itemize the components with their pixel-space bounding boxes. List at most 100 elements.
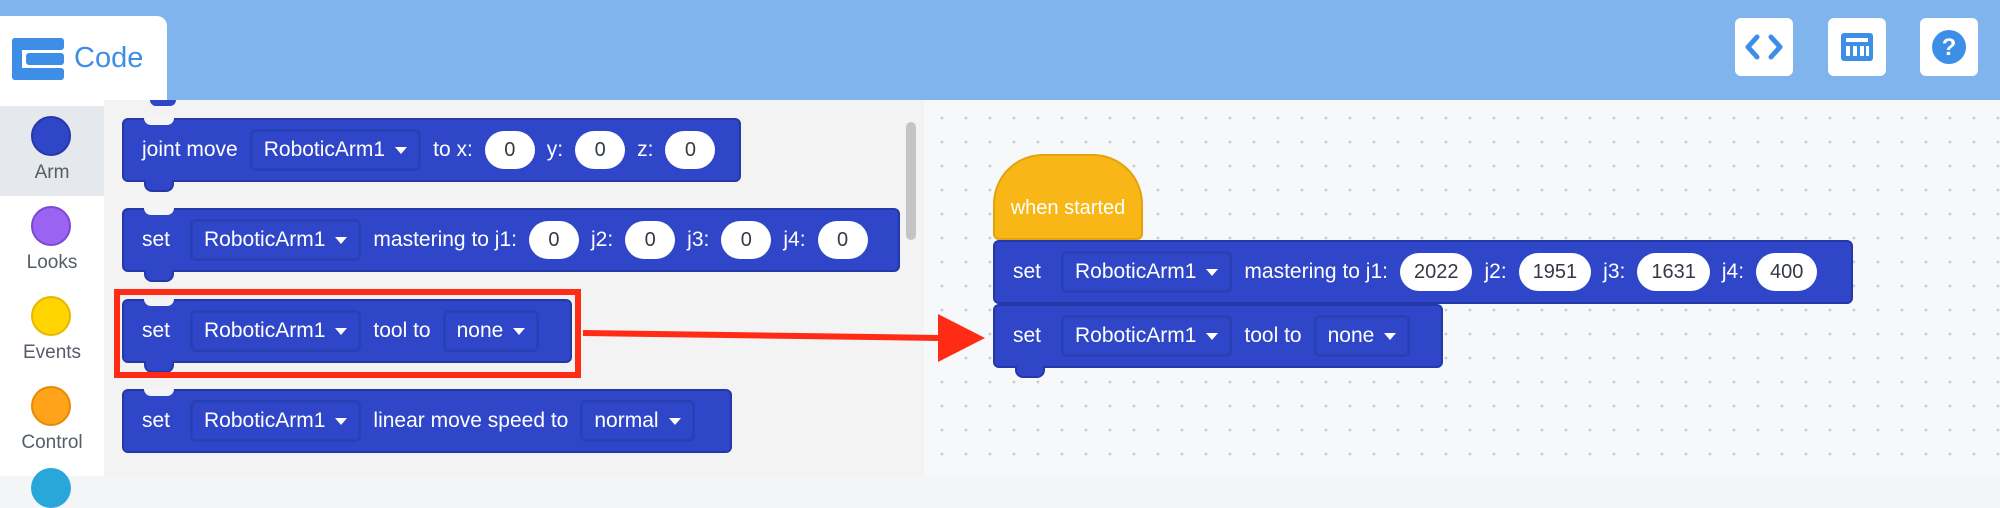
- block-notch: [144, 299, 174, 306]
- set-mastering-block[interactable]: set RoboticArm1 mastering to j1: 0 j2: 0…: [122, 208, 900, 282]
- block-label: j4:: [1721, 260, 1745, 283]
- block-label: tool to: [373, 319, 431, 342]
- block-label: j2:: [590, 228, 614, 251]
- speed-dropdown[interactable]: normal: [580, 400, 695, 442]
- palette-scrollbar[interactable]: [906, 122, 916, 240]
- workspace-set-tool-block[interactable]: set RoboticArm1 tool to none: [993, 304, 1443, 378]
- set-tool-block[interactable]: set RoboticArm1 tool to none: [122, 299, 572, 373]
- robot-dropdown[interactable]: RoboticArm1: [249, 129, 422, 171]
- caret-down-icon: [395, 146, 408, 154]
- y-input[interactable]: 0: [575, 131, 626, 169]
- caret-down-icon: [335, 327, 348, 335]
- block-tab-fragment: [150, 100, 176, 106]
- svg-text:?: ?: [1942, 34, 1957, 61]
- block-label: linear move speed to: [373, 409, 569, 432]
- events-category-dot: [31, 296, 71, 336]
- block-label: set: [142, 228, 171, 251]
- robot-dropdown[interactable]: RoboticArm1: [1061, 315, 1233, 357]
- block-label: joint move: [142, 138, 238, 161]
- j4-input[interactable]: 0: [817, 221, 868, 259]
- robot-dropdown[interactable]: RoboticArm1: [190, 400, 362, 442]
- block-label: set: [1013, 260, 1042, 283]
- dropdown-value: none: [1327, 324, 1375, 347]
- caret-down-icon: [668, 417, 681, 425]
- j3-input[interactable]: 0: [721, 221, 772, 259]
- category-events[interactable]: Events: [0, 286, 104, 376]
- tool-dropdown[interactable]: none: [442, 310, 540, 352]
- block-tab: [144, 270, 174, 282]
- caret-down-icon: [335, 236, 348, 244]
- block-label: z:: [637, 138, 654, 161]
- category-label: Looks: [26, 252, 78, 273]
- code-blocks-icon: [12, 38, 64, 80]
- j2-input[interactable]: 0: [625, 221, 676, 259]
- tool-dropdown[interactable]: none: [1313, 315, 1411, 357]
- drag-arrow-icon: [582, 314, 985, 362]
- j1-input[interactable]: 2022: [1399, 253, 1473, 291]
- category-label: Arm: [34, 162, 70, 183]
- dropdown-value: RoboticArm1: [1075, 260, 1197, 283]
- robot-dropdown[interactable]: RoboticArm1: [190, 219, 362, 261]
- dropdown-value: none: [456, 319, 504, 342]
- block-label: set: [1013, 324, 1042, 347]
- caret-down-icon: [335, 417, 348, 425]
- code-brackets-icon: [1745, 34, 1783, 60]
- category-arm[interactable]: Arm: [0, 106, 104, 196]
- code-view-button[interactable]: [1735, 18, 1793, 76]
- joint-move-block[interactable]: joint move RoboticArm1 to x: 0 y: 0 z: 0: [122, 118, 741, 192]
- j3-input[interactable]: 1631: [1637, 253, 1710, 291]
- dropdown-value: RoboticArm1: [204, 228, 326, 251]
- block-label: to x:: [433, 138, 473, 161]
- block-notch: [144, 389, 174, 396]
- arm-category-dot: [31, 116, 71, 156]
- z-input[interactable]: 0: [665, 131, 716, 169]
- caret-down-icon: [1384, 332, 1397, 340]
- j2-input[interactable]: 1951: [1518, 253, 1592, 291]
- dropdown-value: RoboticArm1: [263, 138, 386, 161]
- block-label: j3:: [1603, 260, 1626, 283]
- block-notch: [144, 208, 174, 215]
- when-started-hat-block[interactable]: when started: [993, 154, 1143, 240]
- dropdown-value: RoboticArm1: [204, 409, 326, 432]
- block-label: j2:: [1484, 260, 1507, 283]
- block-label: j3:: [687, 228, 710, 251]
- code-tab-label: Code: [74, 42, 144, 74]
- caret-down-icon: [1206, 268, 1219, 276]
- caret-down-icon: [1206, 332, 1219, 340]
- dropdown-value: RoboticArm1: [204, 319, 326, 342]
- device-port-icon: [1841, 33, 1873, 61]
- robot-dropdown[interactable]: RoboticArm1: [190, 310, 362, 352]
- category-label: Control: [21, 432, 83, 453]
- help-button[interactable]: ?: [1920, 18, 1978, 76]
- category-label: Events: [22, 342, 82, 363]
- category-control[interactable]: Control: [0, 376, 104, 466]
- caret-down-icon: [513, 327, 526, 335]
- category-looks[interactable]: Looks: [0, 196, 104, 286]
- block-tab: [1015, 366, 1045, 378]
- block-label: y:: [546, 138, 564, 161]
- dropdown-value: RoboticArm1: [1075, 324, 1197, 347]
- j4-input[interactable]: 400: [1756, 253, 1818, 291]
- block-tab: [144, 180, 174, 192]
- block-label: j4:: [783, 228, 806, 251]
- j1-input[interactable]: 0: [528, 221, 579, 259]
- block-label: mastering to j1:: [1244, 260, 1388, 283]
- category-sidebar: Arm Looks Events Control: [0, 100, 104, 508]
- top-bar: [0, 0, 2000, 100]
- block-notch: [144, 118, 174, 125]
- robot-dropdown[interactable]: RoboticArm1: [1061, 251, 1233, 293]
- looks-category-dot: [31, 206, 71, 246]
- control-category-dot: [31, 386, 71, 426]
- hat-block-label: when started: [1010, 197, 1126, 219]
- block-label: set: [142, 319, 171, 342]
- block-label: mastering to j1:: [373, 228, 517, 251]
- set-speed-block[interactable]: set RoboticArm1 linear move speed to nor…: [122, 389, 732, 453]
- dropdown-value: normal: [594, 409, 659, 432]
- device-button[interactable]: [1828, 18, 1886, 76]
- code-tab[interactable]: Code: [0, 16, 167, 100]
- block-label: set: [142, 409, 171, 432]
- help-icon: ?: [1932, 30, 1966, 64]
- x-input[interactable]: 0: [484, 131, 535, 169]
- highlight-rectangle: [114, 289, 581, 378]
- workspace-set-mastering-block[interactable]: set RoboticArm1 mastering to j1: 2022 j2…: [993, 240, 1853, 304]
